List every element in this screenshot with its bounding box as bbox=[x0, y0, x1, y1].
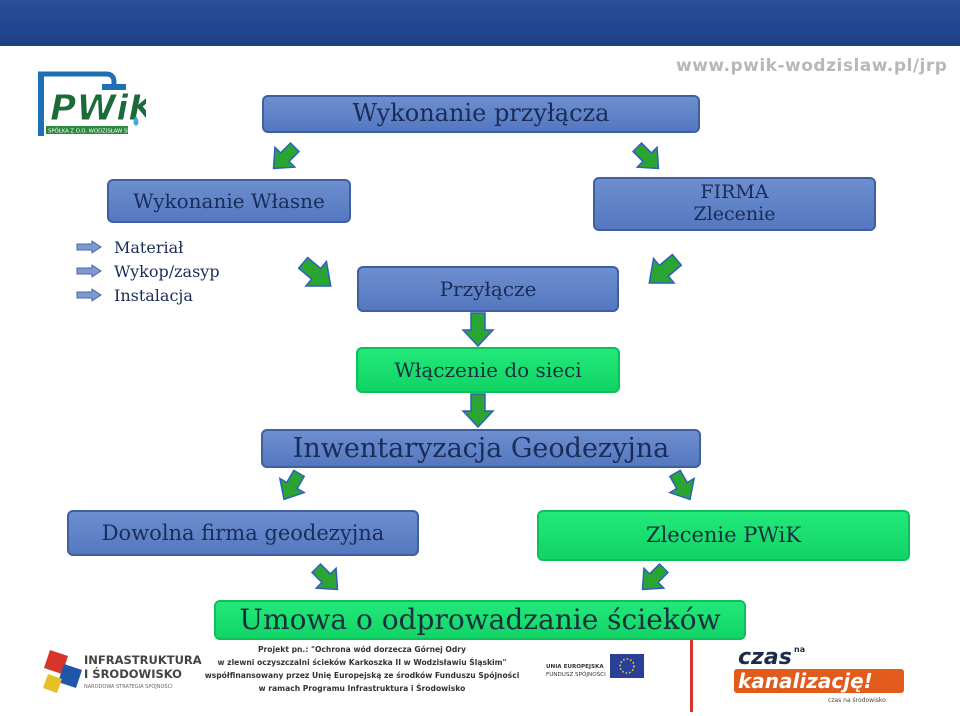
label-inwentaryzacja: Inwentaryzacja Geodezyjna bbox=[292, 432, 670, 464]
campaign-main: kanalizację! bbox=[738, 669, 873, 693]
right-arrow-icon bbox=[76, 240, 102, 254]
box-wlaczenie-do-sieci: Włączenie do sieci bbox=[356, 347, 620, 393]
infrastruktura-logo-icon bbox=[43, 650, 82, 693]
footer-divider bbox=[690, 640, 693, 712]
arrow-down-icon bbox=[461, 312, 495, 348]
arrow-right-down-icon bbox=[297, 256, 332, 287]
arrow-down-right-icon bbox=[631, 141, 660, 170]
arrow-down-icon bbox=[461, 393, 495, 429]
top-bar bbox=[0, 0, 960, 46]
infra-line2: I ŚRODOWISKO bbox=[84, 666, 182, 681]
arrow-left-down-icon bbox=[648, 253, 683, 284]
box-wykonanie-przylacza: Wykonanie przyłącza bbox=[262, 95, 700, 133]
box-umowa: Umowa o odprowadzanie ścieków bbox=[214, 600, 746, 640]
eu-flag-icon bbox=[610, 654, 644, 678]
label-wykonanie-wlasne: Wykonanie Własne bbox=[133, 188, 325, 213]
arrow-down-left-icon bbox=[272, 141, 301, 170]
arrow-down-left-icon bbox=[278, 469, 306, 501]
arrow-left-down-icon bbox=[641, 562, 670, 591]
label-wlaczenie-do-sieci: Włączenie do sieci bbox=[394, 357, 582, 382]
arrow-right-down-icon bbox=[310, 562, 339, 591]
box-firma-zlecenie: FIRMA Zlecenie bbox=[593, 177, 876, 231]
label-zlecenie: Zlecenie bbox=[693, 203, 776, 225]
label-dowolna-firma: Dowolna firma geodezyjna bbox=[101, 520, 385, 545]
footer-logos: INFRASTRUKTURA I ŚRODOWISKO NARODOWA STR… bbox=[43, 645, 904, 704]
box-dowolna-firma: Dowolna firma geodezyjna bbox=[67, 510, 419, 556]
label-firma: FIRMA bbox=[700, 181, 769, 204]
list-item-label: Wykop/zasyp bbox=[114, 261, 220, 281]
box-zlecenie-pwik: Zlecenie PWiK bbox=[537, 510, 910, 561]
project-line-3: współfinansowany przez Unię Europejską z… bbox=[205, 671, 520, 680]
svg-text:SPÓŁKA Z O.O. WODZISŁAW ŚL.: SPÓŁKA Z O.O. WODZISŁAW ŚL. bbox=[48, 128, 132, 135]
own-items-list: Materiał Wykop/zasyp Instalacja bbox=[76, 235, 220, 307]
campaign-top: czas bbox=[738, 645, 792, 670]
infra-line3: NARODOWA STRATEGIA SPÓJNOŚCI bbox=[84, 683, 173, 690]
list-item: Materiał bbox=[76, 235, 220, 259]
arrow-down-right-icon bbox=[668, 469, 696, 501]
box-wykonanie-wlasne: Wykonanie Własne bbox=[107, 179, 351, 223]
label-wykonanie-przylacza: Wykonanie przyłącza bbox=[352, 99, 610, 128]
pwik-logo: PWiK SPÓŁKA Z O.O. WODZISŁAW ŚL. bbox=[38, 71, 146, 136]
eu-line2: FUNDUSZ SPÓJNOŚCI bbox=[546, 671, 606, 678]
right-arrow-icon bbox=[76, 264, 102, 278]
box-inwentaryzacja: Inwentaryzacja Geodezyjna bbox=[261, 429, 701, 468]
box-przylacze: Przyłącze bbox=[357, 266, 619, 312]
list-item: Wykop/zasyp bbox=[76, 259, 220, 283]
list-item: Instalacja bbox=[76, 283, 220, 307]
header-url: www.pwik-wodzislaw.pl/jrp bbox=[676, 56, 948, 76]
list-item-label: Materiał bbox=[114, 237, 184, 257]
svg-text:PWiK: PWiK bbox=[50, 88, 146, 129]
label-umowa: Umowa o odprowadzanie ścieków bbox=[239, 602, 721, 636]
right-arrow-icon bbox=[76, 288, 102, 302]
label-przylacze: Przyłącze bbox=[439, 276, 537, 301]
infra-line1: INFRASTRUKTURA bbox=[84, 653, 202, 667]
project-line-4: w ramach Programu Infrastruktura i Środo… bbox=[259, 684, 466, 693]
campaign-na: na bbox=[794, 645, 805, 654]
project-line-2: w zlewni oczyszczalni ścieków Karkoszka … bbox=[217, 658, 506, 667]
label-zlecenie-pwik: Zlecenie PWiK bbox=[645, 523, 802, 548]
project-line-1: Projekt pn.: "Ochrona wód dorzecza Górne… bbox=[258, 645, 466, 654]
list-item-label: Instalacja bbox=[114, 285, 193, 305]
campaign-sub: czas na środowisko bbox=[828, 697, 886, 704]
eu-line1: UNIA EUROPEJSKA bbox=[546, 664, 604, 670]
